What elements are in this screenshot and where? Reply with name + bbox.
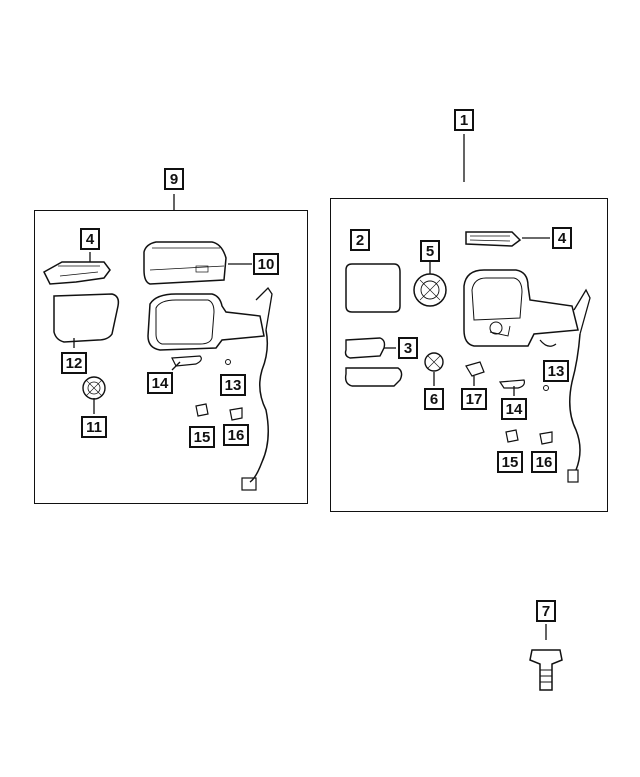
- mirror-housing-left: [147, 293, 265, 351]
- puddle-lamp-right: [498, 379, 525, 389]
- turn-signal-lamp-left: [43, 261, 111, 285]
- callout-11: 11: [81, 416, 107, 438]
- mirror-housing-right: [463, 269, 579, 347]
- spotter-actuator: [424, 352, 444, 372]
- callout-15-right: 15: [497, 451, 523, 473]
- wiring-harness-left: [249, 329, 269, 483]
- callout-17: 17: [461, 388, 487, 410]
- callout-4-left: 4: [80, 228, 100, 250]
- connector-15-right: [505, 429, 519, 443]
- left-mirror-assembly-panel: [34, 210, 308, 504]
- callout-10: 10: [253, 253, 279, 275]
- callout-2: 2: [350, 229, 370, 251]
- callout-16-left: 16: [223, 424, 249, 446]
- marker-lamp-right: [465, 231, 522, 247]
- callout-4-right: 4: [552, 227, 572, 249]
- connector-15-left: [195, 403, 209, 417]
- mirror-glass-left: [53, 293, 120, 343]
- clip-13-right: [543, 385, 549, 391]
- bracket-17: [465, 361, 485, 377]
- mounting-bolt: [529, 649, 563, 691]
- puddle-lamp-left: [171, 355, 202, 367]
- callout-1: 1: [454, 109, 474, 131]
- actuator-motor-right: [413, 273, 447, 307]
- callout-16-right: 16: [531, 451, 557, 473]
- right-mirror-assembly-panel: [330, 198, 608, 512]
- callout-7: 7: [536, 600, 556, 622]
- callout-14-right: 14: [501, 398, 527, 420]
- callout-6: 6: [424, 388, 444, 410]
- wiring-harness-right: [569, 333, 581, 471]
- callout-12: 12: [61, 352, 87, 374]
- spotter-glass-upper: [344, 337, 386, 359]
- clip-13-left: [225, 359, 231, 365]
- callout-14-left: 14: [147, 372, 173, 394]
- callout-9: 9: [164, 168, 184, 190]
- connector-16-left: [229, 407, 243, 421]
- mirror-glass-right: [345, 263, 401, 313]
- callout-5: 5: [420, 240, 440, 262]
- actuator-motor-left: [82, 376, 106, 400]
- callout-13-right: 13: [543, 360, 569, 382]
- spotter-glass-lower: [344, 367, 403, 387]
- connector-16-right: [539, 431, 553, 445]
- callout-13-left: 13: [220, 374, 246, 396]
- mirror-cover-left: [143, 241, 227, 285]
- callout-15-left: 15: [189, 426, 215, 448]
- callout-3: 3: [398, 337, 418, 359]
